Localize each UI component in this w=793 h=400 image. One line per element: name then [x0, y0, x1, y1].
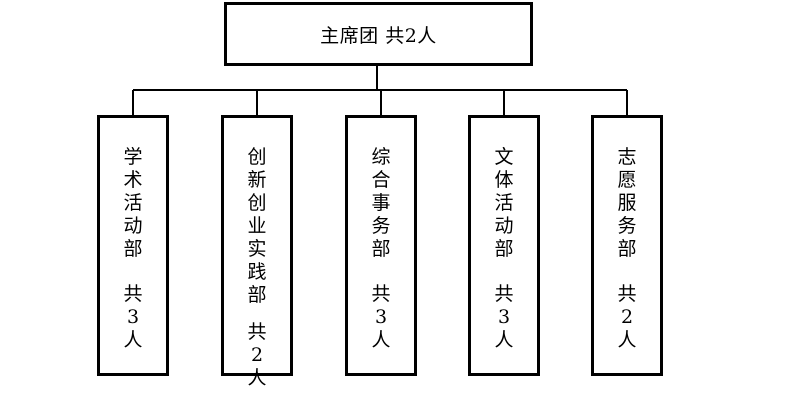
dept-name-char: 服	[617, 192, 637, 214]
dept-name-char: 活	[494, 192, 514, 214]
dept-name-char: 部	[371, 238, 391, 260]
dept-count-prefix: 共	[494, 283, 514, 305]
dept-box-academic: 学术活动部 共 3 人	[97, 115, 169, 376]
dept-name-char: 综	[371, 146, 391, 168]
dept-name-char: 创	[247, 192, 267, 214]
dept-name-char: 愿	[617, 169, 637, 191]
dept-name-char: 事	[371, 192, 391, 214]
dept-count-prefix: 共	[123, 283, 143, 305]
dept-count-prefix: 共	[617, 283, 637, 305]
dept-count-value: 3	[126, 306, 140, 328]
dept-name-char: 业	[247, 215, 267, 237]
dept-name-char: 部	[617, 238, 637, 260]
dept-name-char: 新	[247, 169, 267, 191]
presidium-box: 主席团 共2人	[224, 2, 533, 66]
dept-name-char: 活	[123, 192, 143, 214]
dept-box-general-affairs: 综合事务部 共 3 人	[345, 115, 417, 376]
dept-count-unit: 人	[371, 329, 391, 351]
dept-box-volunteer: 志愿服务部 共 2 人	[591, 115, 663, 376]
dept-name-char: 部	[494, 238, 514, 260]
dept-count-prefix: 共	[247, 321, 267, 343]
dept-box-arts-sports: 文体活动部 共 3 人	[468, 115, 540, 376]
dept-count-unit: 人	[494, 329, 514, 351]
dept-name-char: 志	[617, 146, 637, 168]
dept-name: 文体活动部	[494, 146, 513, 261]
dept-count-unit: 人	[123, 329, 143, 351]
dept-name-char: 部	[123, 238, 143, 260]
dept-box-innovation: 创新创业实践部 共 2 人	[221, 115, 293, 389]
dept-name-char: 动	[494, 215, 514, 237]
dept-name: 创新创业实践部	[247, 146, 266, 307]
dept-count-group: 共 3 人	[123, 283, 142, 352]
dept-count-group: 共 2 人	[247, 321, 266, 390]
dept-name-char: 术	[123, 169, 143, 191]
dept-name: 学术活动部	[123, 146, 142, 261]
dept-name-char: 创	[247, 146, 267, 168]
dept-count-value: 3	[374, 306, 388, 328]
dept-count-unit: 人	[617, 329, 637, 351]
dept-name-char: 合	[371, 169, 391, 191]
dept-name-char: 践	[247, 261, 267, 283]
dept-count-group: 共 3 人	[371, 283, 390, 352]
dept-name-char: 体	[494, 169, 514, 191]
dept-count-group: 共 2 人	[617, 283, 636, 352]
dept-count-group: 共 3 人	[494, 283, 513, 352]
dept-count-prefix: 共	[371, 283, 391, 305]
dept-name: 综合事务部	[371, 146, 390, 261]
dept-count-value: 2	[250, 344, 264, 366]
dept-name-char: 学	[123, 146, 143, 168]
dept-name-char: 部	[247, 284, 267, 306]
dept-name: 志愿服务部	[617, 146, 636, 261]
presidium-label: 主席团 共2人	[320, 24, 437, 47]
dept-count-value: 2	[620, 306, 634, 328]
dept-name-char: 文	[494, 146, 514, 168]
dept-count-value: 3	[497, 306, 511, 328]
dept-name-char: 实	[247, 238, 267, 260]
dept-name-char: 务	[617, 215, 637, 237]
dept-name-char: 动	[123, 215, 143, 237]
dept-name-char: 务	[371, 215, 391, 237]
dept-count-unit: 人	[247, 367, 267, 389]
